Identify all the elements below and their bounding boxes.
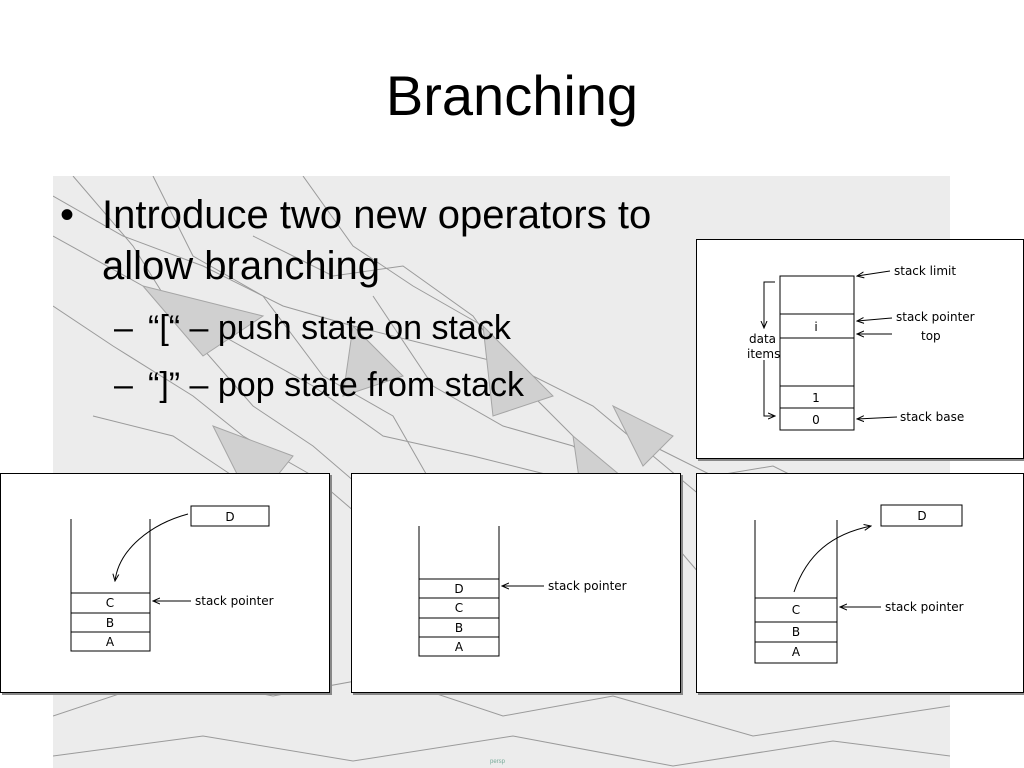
push-after-diagram: stack pointer D C B A xyxy=(351,473,681,693)
stack-cell: i xyxy=(814,320,817,334)
bullet-list: • Introduce two new operators to allow b… xyxy=(60,190,700,405)
stack-cell: B xyxy=(106,616,114,630)
stack-structure-diagram: stack limit stack pointer top data items… xyxy=(696,239,1024,459)
stack-column xyxy=(779,275,855,431)
stack-cell: A xyxy=(455,640,464,654)
stack-cell: D xyxy=(454,582,463,596)
bullet-text: Introduce two new operators to allow bra… xyxy=(102,193,652,288)
bullet-item: • Introduce two new operators to allow b… xyxy=(60,190,700,292)
slide-title: Branching xyxy=(385,64,639,127)
sub-bullet-text: “]” – pop state from stack xyxy=(148,366,525,404)
stack-cell: C xyxy=(455,601,463,615)
stack-pointer-label: stack pointer xyxy=(548,579,627,593)
items-label: items xyxy=(747,347,780,361)
stack-cell: B xyxy=(455,621,463,635)
footer-mark: persp xyxy=(490,759,506,765)
stack-cell: A xyxy=(106,635,115,649)
dash-icon: – xyxy=(114,366,133,404)
pop-diagram: D stack pointer C B A xyxy=(696,473,1024,693)
stack-cell: C xyxy=(106,596,114,610)
stack-limit-label: stack limit xyxy=(894,264,956,278)
sub-bullet-pop: – “]” – pop state from stack xyxy=(60,365,700,405)
stack-base-label: stack base xyxy=(900,410,964,424)
incoming-element: D xyxy=(225,510,234,524)
sub-bullet-text: “[“ – push state on stack xyxy=(148,309,511,347)
outgoing-element: D xyxy=(917,509,926,523)
dash-icon: – xyxy=(114,309,133,347)
sub-bullet-push: – “[“ – push state on stack xyxy=(60,308,700,348)
push-before-diagram: D stack pointer C B A xyxy=(0,473,330,693)
stack-cell: A xyxy=(792,645,801,659)
stack-pointer-label: stack pointer xyxy=(195,594,274,608)
stack-cell: B xyxy=(792,625,800,639)
stack-cell: C xyxy=(792,603,800,617)
bullet-dot-icon: • xyxy=(60,193,75,237)
stack-cell: 0 xyxy=(812,413,820,427)
stack-cell: 1 xyxy=(812,391,820,405)
data-label: data xyxy=(749,332,776,346)
stack-pointer-label: stack pointer xyxy=(885,600,964,614)
stack-pointer-label: stack pointer xyxy=(896,310,975,324)
top-label: top xyxy=(921,329,941,343)
